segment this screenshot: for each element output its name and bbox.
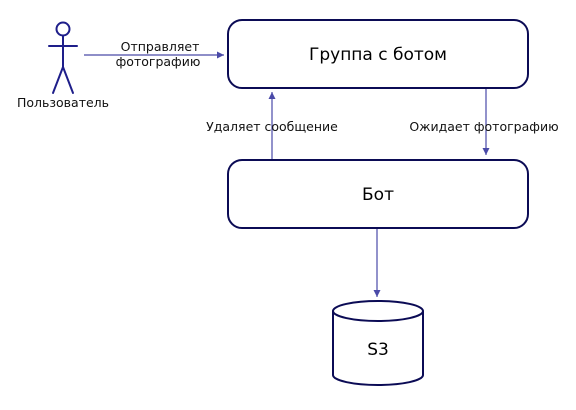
- edge-user-to-group: Отправляет фотографию: [84, 39, 224, 69]
- node-storage: S3: [332, 300, 424, 386]
- node-group-label: Группа с ботом: [309, 45, 447, 65]
- node-bot-label: Бот: [362, 185, 394, 205]
- node-group-box: [227, 19, 529, 89]
- database-cylinder-icon: [332, 300, 424, 386]
- cylinder-top: [332, 300, 424, 322]
- edge-bot-to-group: Удаляет сообщение: [206, 92, 338, 159]
- edge-group-to-bot-label: Ожидает фотографию: [409, 119, 558, 134]
- edge-user-to-group-label-line1: Отправляет: [121, 39, 200, 54]
- node-bot-box: [227, 159, 529, 229]
- edge-bot-to-group-label: Удаляет сообщение: [206, 119, 338, 134]
- user-actor-label: Пользователь: [17, 95, 109, 110]
- node-storage-label: S3: [367, 340, 389, 360]
- node-bot: Бот: [227, 159, 529, 229]
- cylinder-body: [332, 311, 424, 386]
- edge-user-to-group-label-line2: фотографию: [116, 54, 201, 69]
- user-actor: Пользователь: [17, 21, 109, 110]
- node-group: Группа с ботом: [227, 19, 529, 89]
- edge-group-to-bot: Ожидает фотографию: [409, 89, 559, 155]
- stick-figure-icon: [48, 21, 78, 94]
